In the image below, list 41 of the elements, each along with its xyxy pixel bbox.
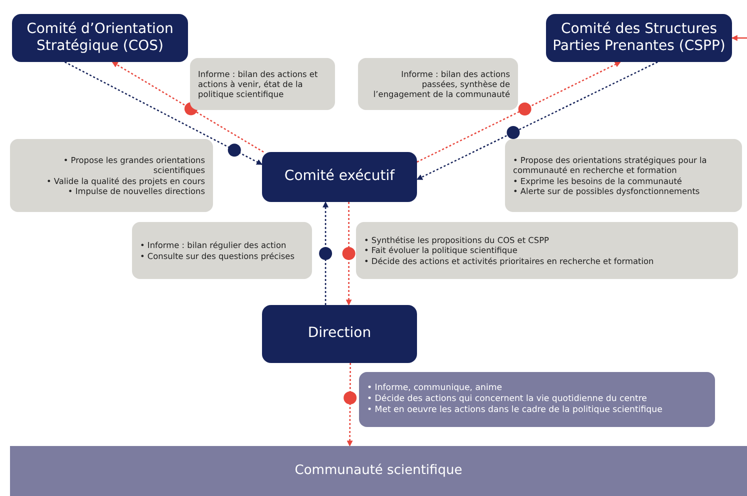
arrow (346, 202, 352, 306)
community-band (10, 446, 747, 496)
arrow (731, 35, 747, 41)
node-title: Comité exécutif (284, 168, 395, 186)
node-title: Communauté scientifique (294, 462, 462, 480)
arrow (322, 201, 329, 305)
node-title: Comité d’Orientation Stratégique (COS) (26, 20, 174, 56)
arrow (416, 61, 658, 180)
note-text: • Propose les grandes orientations scientifiques (62, 155, 205, 176)
note-text: • Propose des orientations stratégiques pour la communauté en recherche et formation (513, 155, 708, 176)
note-box (10, 139, 213, 212)
note-box (190, 58, 335, 110)
committee-box (546, 14, 732, 62)
arrow (112, 61, 264, 153)
note-text: • Informe : bilan régulier des action (140, 240, 288, 250)
node-title: Comité des Structures Parties Prenantes (CSPP) (552, 20, 726, 56)
note-box (358, 58, 518, 110)
arrow (346, 363, 353, 447)
note-text: • Consulte sur des questions précises (140, 250, 296, 261)
note-text: • Informe, communique, anime (367, 383, 503, 394)
committee-box (262, 152, 417, 202)
note-text: • Décide des actions qui concernent la vie quotidienne du centre (367, 394, 648, 405)
note-text: • Valide la qualité des projets en cours (45, 176, 205, 186)
note-box (356, 222, 738, 279)
note-text: • Fait évoluer la politique scientifique (364, 245, 518, 256)
note-text: • Exprime les besoins de la communauté (513, 176, 683, 186)
note-box (132, 222, 312, 279)
note-text: • Alerte sur de possibles dysfonctionnements (513, 186, 701, 196)
note-text: • Synthétise les propositions du COS et CSPP (364, 235, 550, 246)
arrow (64, 61, 263, 166)
note-box (359, 372, 715, 427)
note-text: • Impulse de nouvelles directions (66, 186, 205, 196)
note-text: Informe : bilan des actions et actions à venir, état de la politique scientifique (198, 68, 319, 100)
direction-box (262, 305, 417, 363)
committee-box (12, 14, 188, 62)
note-text: • Met en oeuvre les actions dans le cadre de la politique scientifique (367, 404, 664, 416)
node-title: Direction (308, 325, 372, 343)
arrow (416, 61, 621, 163)
note-text: • Décide des actions et activités prioritaires en recherche et formation (364, 256, 655, 266)
note-box (505, 139, 742, 212)
note-text: Informe : bilan des actions passées, synthèse de l’engagement de la communauté (372, 68, 510, 100)
